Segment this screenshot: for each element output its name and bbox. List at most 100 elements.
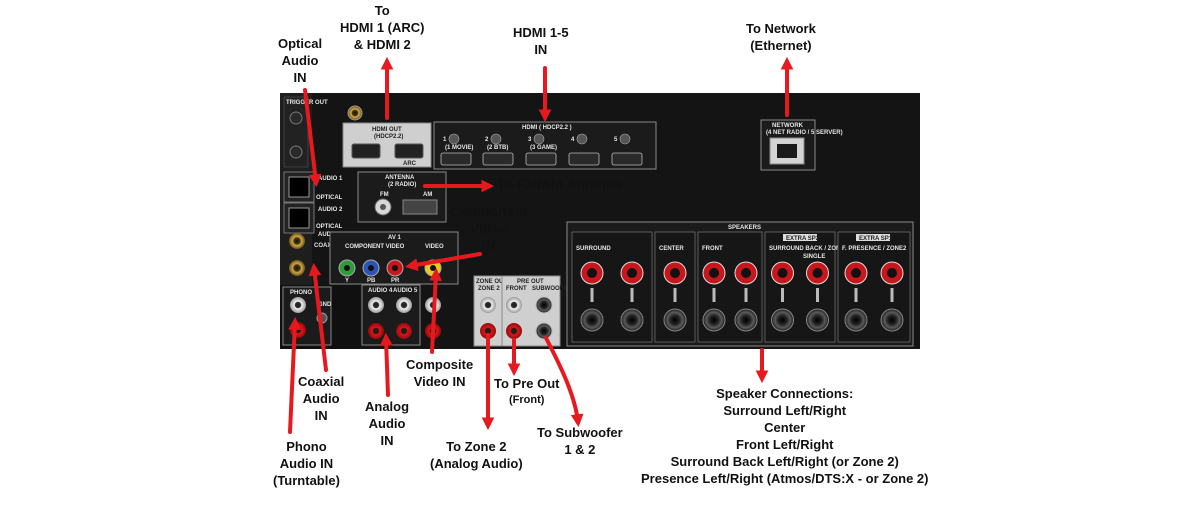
subwoofer-2-jack [535,322,553,340]
optical-label-1: OPTICAL [316,195,343,201]
speaker-link-surround-2 [630,288,634,302]
hdmi-in-port-5 [611,152,643,166]
callout-pre-out: To Pre Out (Front) [494,375,559,409]
speaker-post-black-surround-back-1 [771,308,794,332]
hdmi-in-port-3 [525,152,557,166]
callout-optical-audio-in: Optical Audio IN [278,35,322,86]
callout-component-line-1: Component [450,203,528,219]
callout-speakers-line-3: Center [764,420,806,435]
callout-antenna: To FM/AM Antenna [497,176,622,193]
phono-jack-l [290,297,306,313]
callout-hdmi-in-line-1: HDMI 1-5 [513,25,569,40]
speaker-label-front: FRONT [702,246,723,252]
speaker-label-surround-back: SURROUND BACK / ZONE2 / BI-AMP [769,246,874,252]
callout-analog-line-2: Audio [368,416,406,431]
optical-label-2: OPTICAL [316,224,343,230]
arrow-analog [379,332,393,397]
callout-composite-video: Composite Video IN [406,356,473,390]
hdmi-in-mark-5 [619,133,631,145]
speaker-post-black-surround-back-2 [806,308,829,332]
callout-pre-out-line-1: To Pre Out [494,376,560,391]
callout-phono-line-1: Phono [286,439,327,454]
zone2-jack-r [480,323,496,339]
wifi-antenna-connector [347,105,363,121]
callout-coaxial-audio: Coaxial Audio IN [298,373,344,424]
callout-phono-line-3: (Turntable) [273,473,340,488]
callout-phono-line-2: Audio IN [279,456,334,471]
network-label: NETWORK [772,123,804,129]
speaker-post-red-hole-presence-1 [851,268,861,278]
antenna-sub-label: (2 RADIO) [388,182,416,188]
speakers-label: SPEAKERS [728,225,761,231]
audio5-jack-r [396,323,412,339]
pre-out-label: PRE OUT [517,279,544,285]
trigger-jack-2 [289,145,303,159]
audio4-label: AUDIO 4 [368,288,393,294]
pre-out-front-label: FRONT [506,286,527,292]
callout-zone2-line-1: To Zone 2 [446,439,507,454]
speaker-link-surround-back-2 [816,288,819,302]
speaker-label-center: CENTER [659,246,684,252]
callout-zone2: To Zone 2 (Analog Audio) [430,438,523,472]
callout-subwoofer: To Subwoofer 1 & 2 [537,424,623,458]
component-pb-hole [368,265,374,271]
coaxial-jack-2 [289,260,305,276]
callout-optical-line-2: Audio [281,53,319,68]
arrow-optical [303,88,322,188]
hdmi-in-mark-3 [533,133,545,145]
speaker-link-surround-back-1 [781,288,784,302]
callout-hdmi-out-line-3: & HDMI 2 [353,37,411,52]
pre-out-front-l [506,297,522,313]
zone-out-label: ZONE OUT [476,279,507,285]
audio4-jack-l [368,297,384,313]
hdmi-in-number-2: 2 [485,137,489,143]
speaker-link-presence-2 [890,288,894,302]
callout-component-line-3: IN [481,237,496,253]
hdmi-in-port-2 [482,152,514,166]
hdmi-in-name-1: (1 MOVIE) [445,145,473,151]
network-sub-label: (4 NET RADIO / 5 SERVER) [766,130,843,136]
audio2-label: AUDIO 2 [318,207,343,213]
hdmi-out-port-1 [394,143,424,159]
audio1-label: AUDIO 1 [318,176,343,182]
speaker-link-presence-1 [854,288,858,302]
callout-zone2-line-2: (Analog Audio) [430,456,523,471]
callout-speakers-line-6: Presence Left/Right (Atmos/DTS:X - or Zo… [641,471,929,486]
callout-network-line-2: (Ethernet) [750,38,812,53]
arrow-component [404,252,482,272]
speaker-post-red-hole-surround-back-1 [777,268,788,278]
callout-component-video: Component Video IN [450,203,528,254]
speaker-link-front-1 [712,288,716,302]
zone2-jack-l [480,297,496,313]
callout-phono: Phono Audio IN (Turntable) [273,438,340,489]
callout-coaxial-line-2: Audio [302,391,340,406]
hdmi-in-port-4 [568,152,600,166]
speaker-post-black-front-1 [702,308,726,332]
hdmi-in-number-5: 5 [614,137,618,143]
zone2-label: ZONE 2 [478,286,500,292]
callout-subwoofer-line-2: 1 & 2 [564,442,596,457]
hdmi-out-arc-label: ARC [403,161,417,167]
gnd-label: GND [318,302,332,308]
speaker-single-label: SINGLE [803,254,825,260]
video-label: VIDEO [425,244,444,250]
callout-pre-out-line-2: (Front) [509,394,545,406]
optical-2-port [288,207,310,229]
antenna-label: ANTENNA [385,175,415,181]
speaker-post-black-center-1 [663,308,687,332]
callout-analog-line-3: IN [380,433,394,448]
callout-hdmi-out-line-2: HDMI 1 (ARC) [340,20,425,35]
speaker-post-red-hole-front-2 [741,268,751,278]
speaker-post-red-hole-front-1 [709,268,719,278]
component-pr-hole [392,265,398,271]
coaxial-label: COAXIAL [314,243,341,249]
arrow-subwoofer [544,336,584,428]
trigger-jack-1 [289,111,303,125]
speaker-tag-surround-back: EXTRA SP2 [786,236,820,242]
speaker-link-center-1 [673,288,677,302]
hdmi-in-name-3: (3 GAME) [530,145,557,151]
callout-network-line-1: To Network [746,21,816,36]
